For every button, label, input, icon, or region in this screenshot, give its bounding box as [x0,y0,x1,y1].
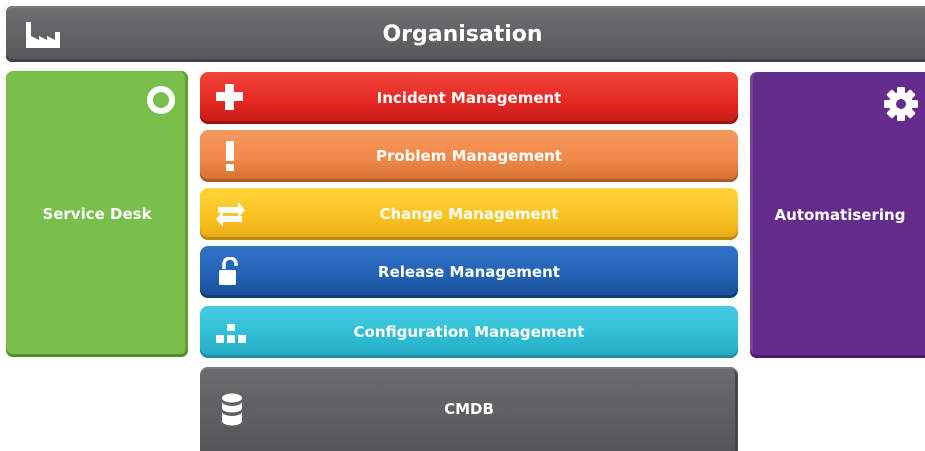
database-icon [222,393,242,426]
change-management-label: Change Management [379,205,559,223]
cmdb-panel[interactable]: CMDB [200,367,738,451]
unlocked-padlock-icon [219,257,238,285]
organisation-label: Organisation [382,21,543,47]
problem-management-bar[interactable]: Problem Management [200,130,738,182]
plus-icon [216,84,243,110]
change-management-bar[interactable]: Change Management [200,188,738,240]
service-desk-label: Service Desk [42,205,152,223]
exclamation-icon [226,141,234,171]
release-management-label: Release Management [378,263,560,281]
problem-management-label: Problem Management [375,147,562,165]
configuration-management-label: Configuration Management [353,323,585,341]
incident-management-bar[interactable]: Incident Management [200,72,738,124]
ring-icon [147,86,175,114]
arrows-icon [216,202,245,227]
gear-icon [884,87,918,121]
automation-panel[interactable]: Automatisering [750,72,925,358]
release-management-bar[interactable]: Release Management [200,246,738,298]
hierarchy-icon [216,324,246,343]
incident-management-label: Incident Management [376,89,562,107]
service-desk-panel[interactable]: Service Desk [6,71,188,357]
cmdb-label: CMDB [444,400,494,418]
automation-label: Automatisering [774,206,906,224]
organisation-bar[interactable]: Organisation [6,6,925,62]
factory-icon [26,22,60,48]
configuration-management-bar[interactable]: Configuration Management [200,306,738,358]
